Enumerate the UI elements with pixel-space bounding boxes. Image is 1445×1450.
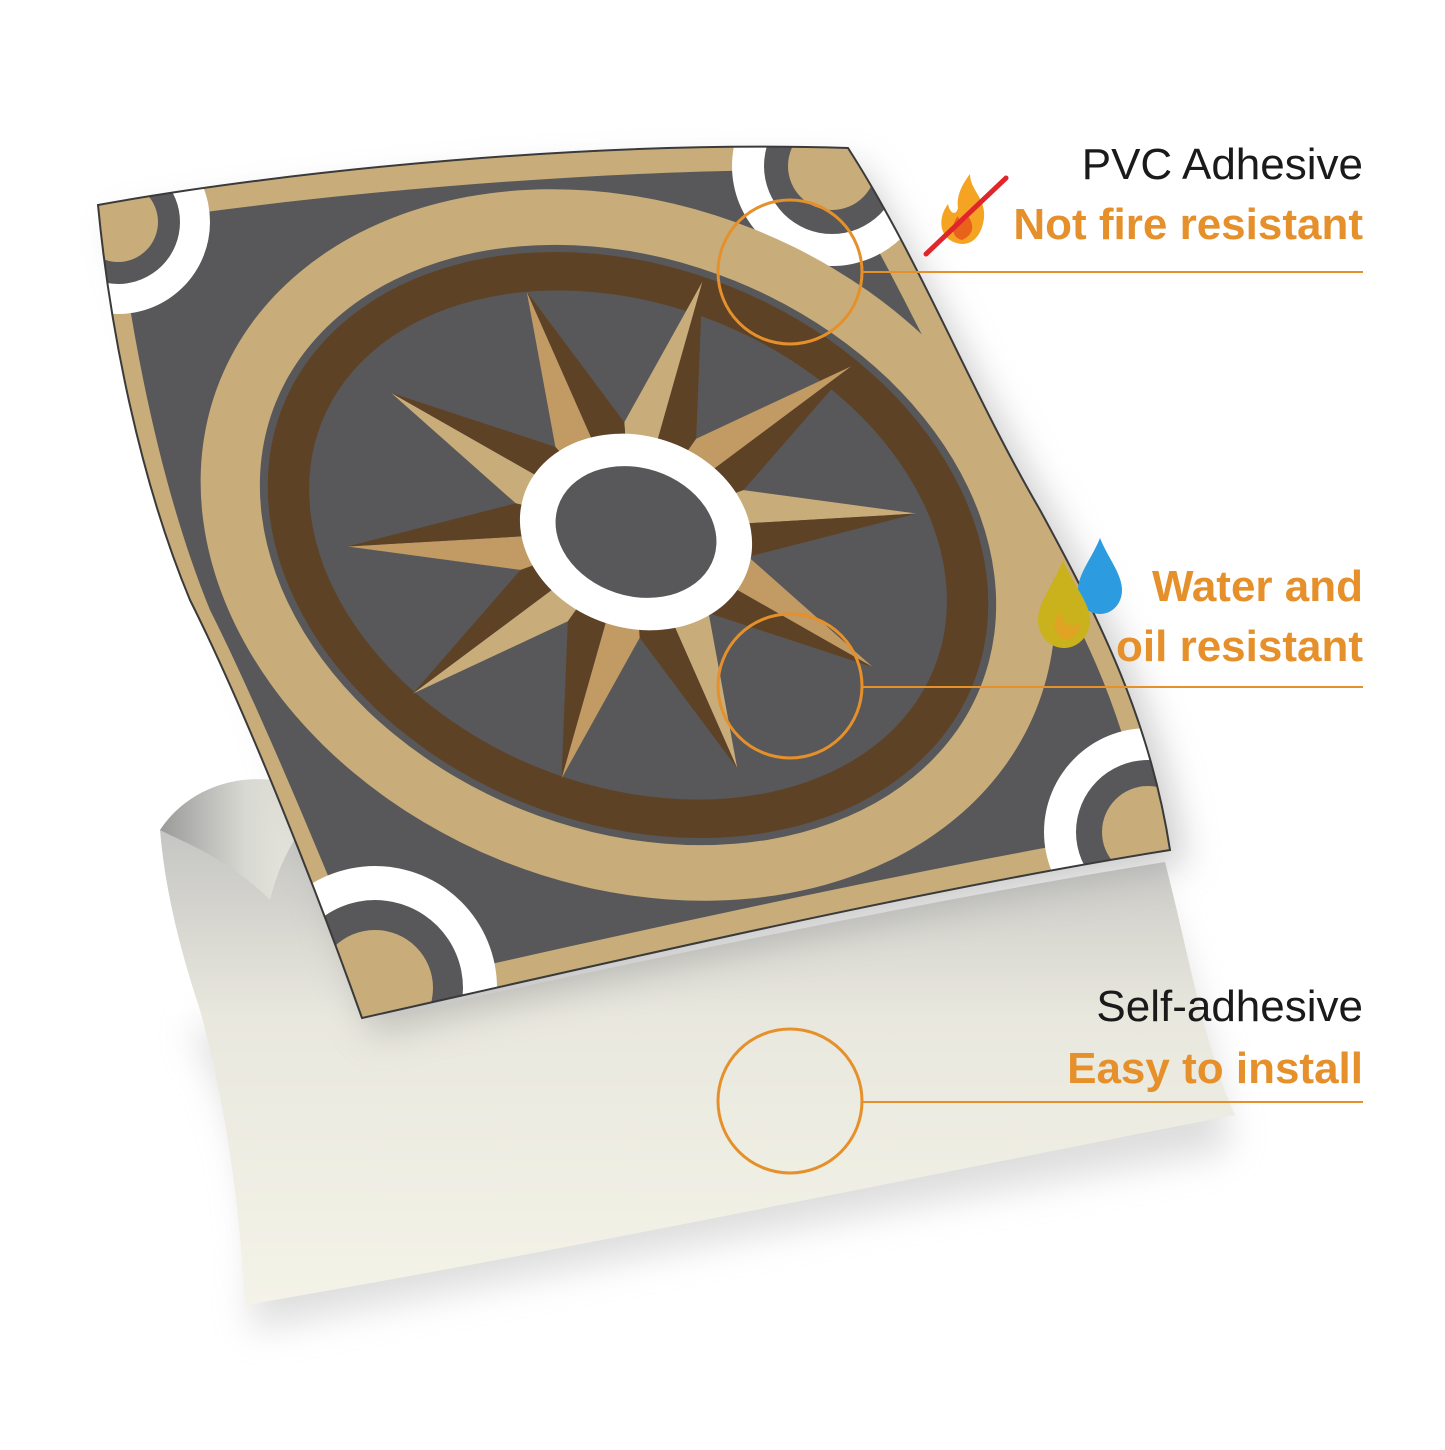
feature-subtitle-water-line2: oil resistant [1116, 622, 1363, 671]
feature-title-self-adhesive: Self-adhesive [1096, 982, 1363, 1031]
callout-line-adhesive [862, 1101, 1363, 1103]
callout-line-pvc [862, 271, 1363, 273]
backing-paper [160, 783, 1235, 1305]
corner-ornament-top-left [98, 146, 210, 314]
fire-crossed-icon [923, 174, 1009, 257]
feature-subtitle-install: Easy to install [1067, 1044, 1363, 1093]
tile-edge [96, 145, 1172, 1020]
feature-subtitle-fire: Not fire resistant [1013, 200, 1363, 249]
feature-title-pvc: PVC Adhesive [1081, 140, 1363, 189]
callout-line-water [862, 686, 1363, 688]
water-oil-drops-icon [1038, 538, 1122, 648]
center-ring [519, 433, 753, 631]
feature-subtitle-water-line1: Water and [1151, 562, 1363, 611]
